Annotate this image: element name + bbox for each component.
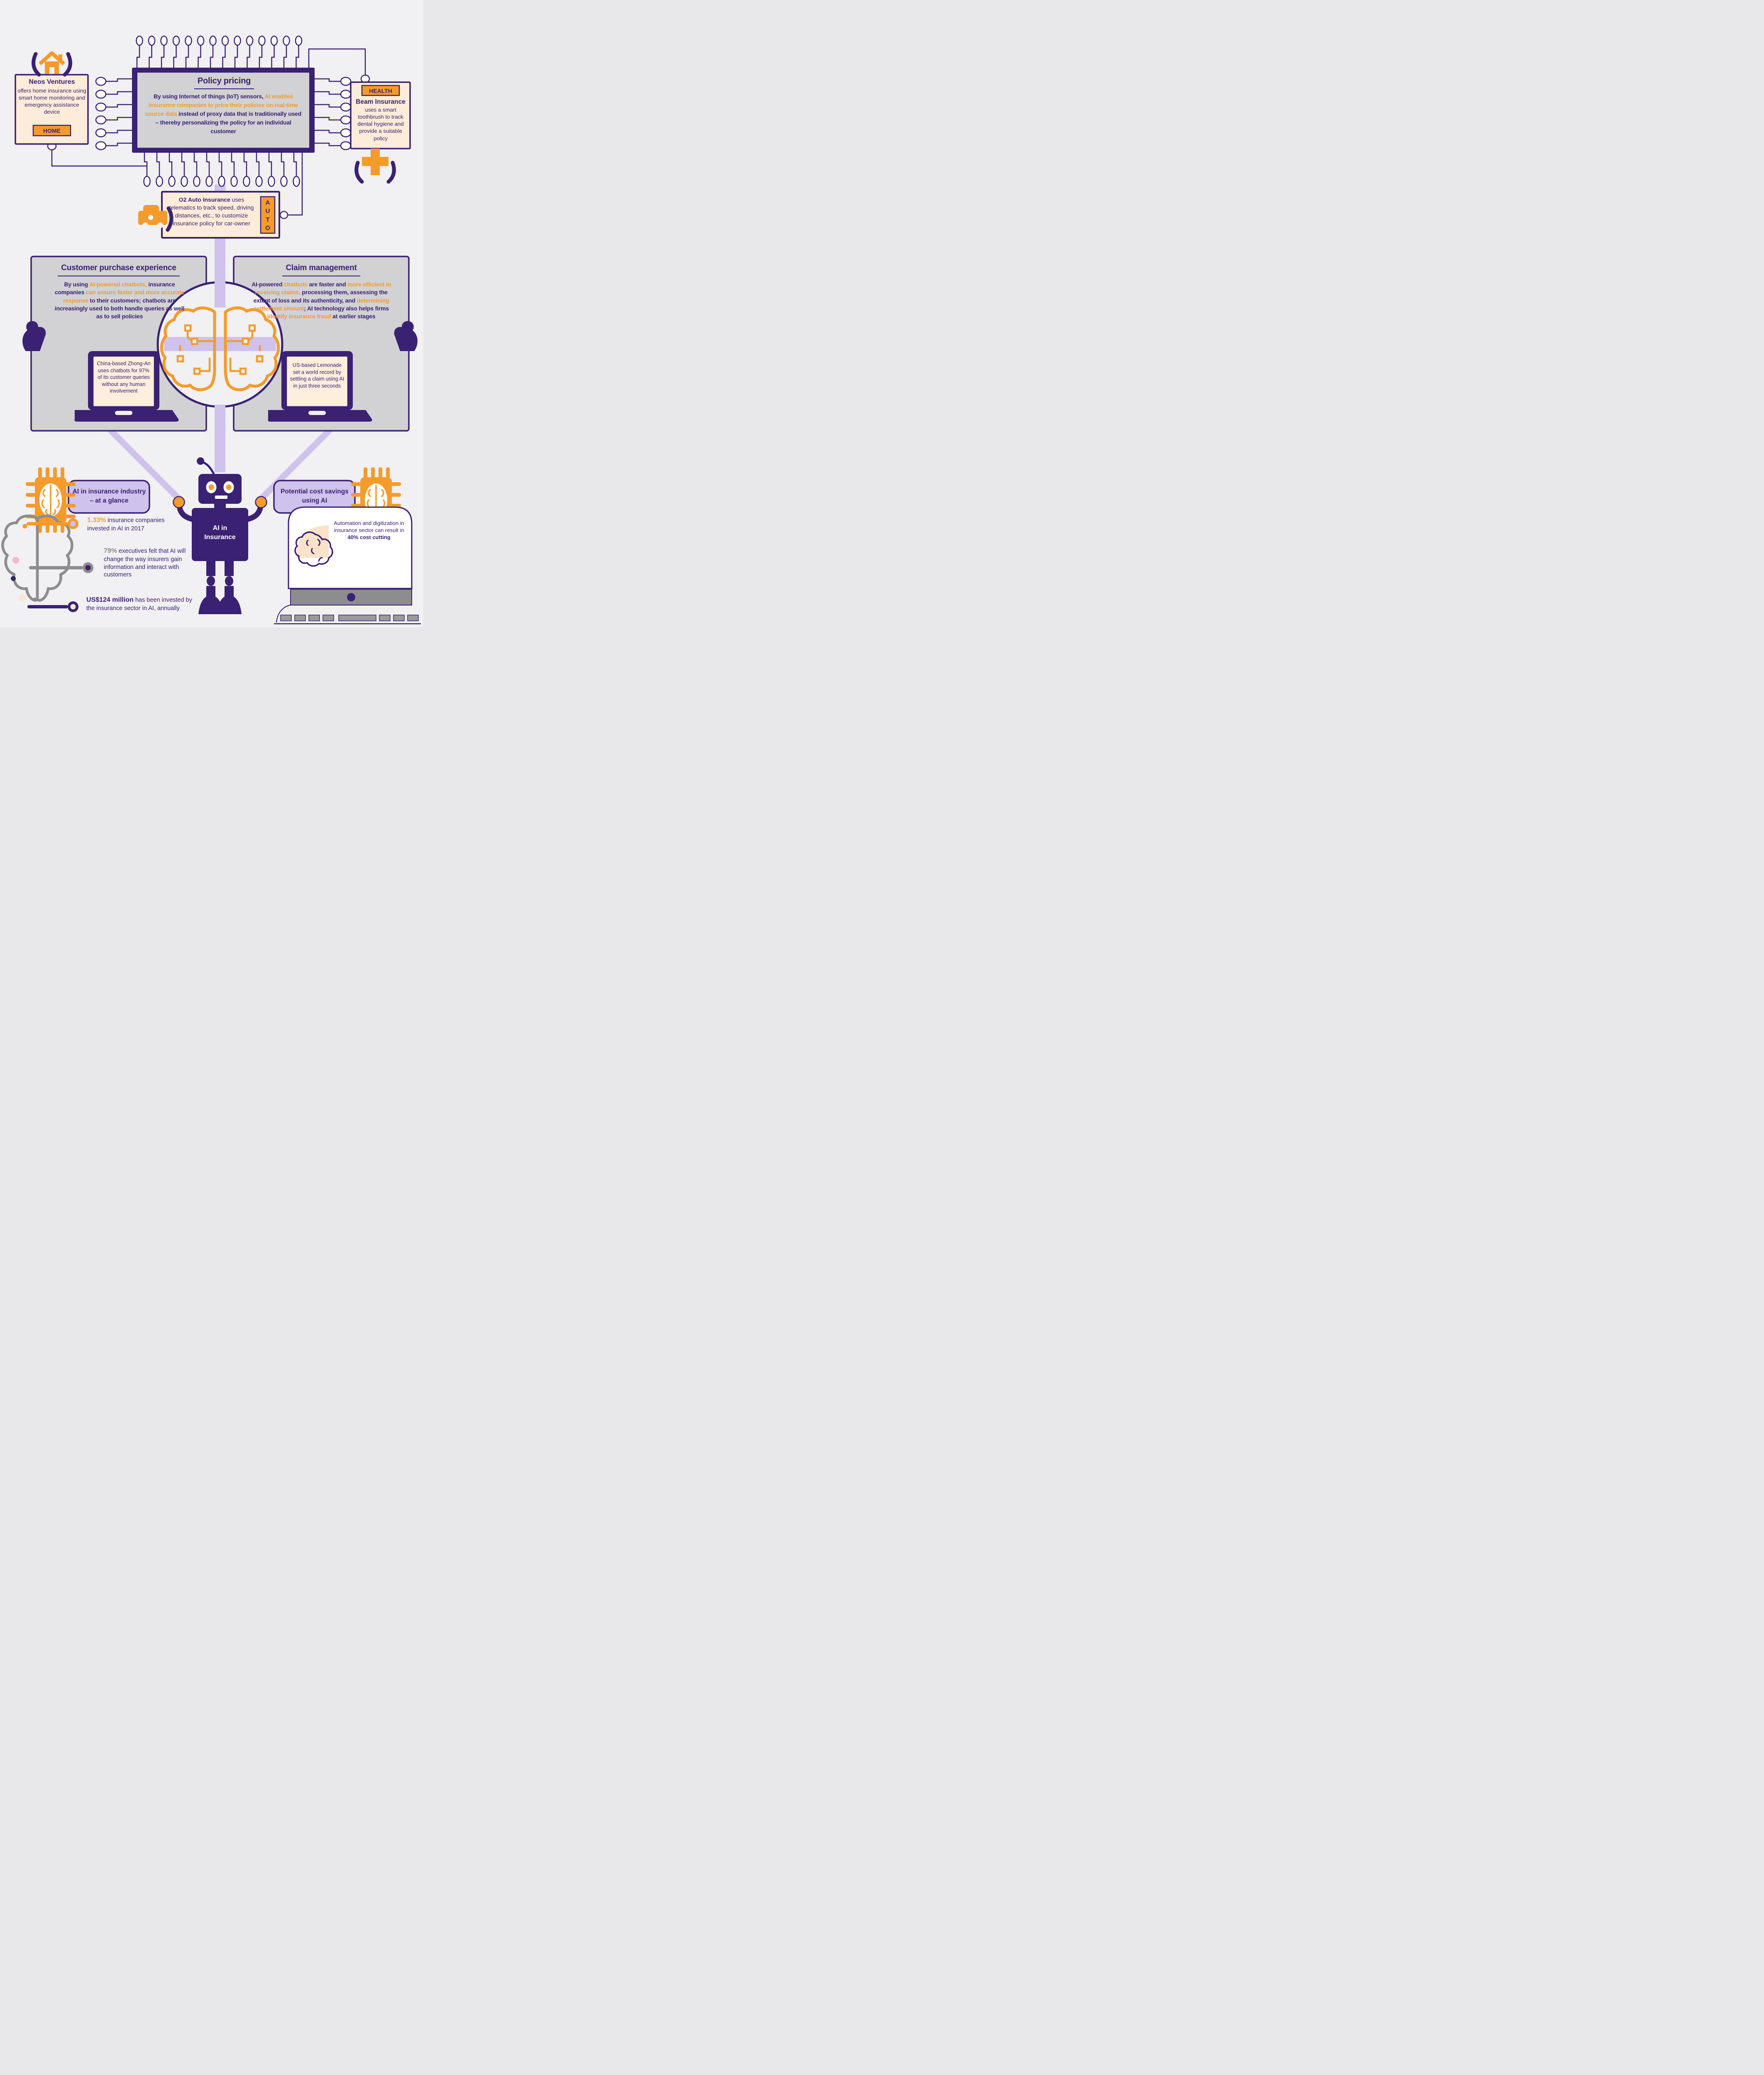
policy-pricing-body: By using Internet of things (IoT) sensor… (145, 93, 303, 134)
laptop-icon-right (268, 351, 372, 422)
stat-executives: 79% executives felt that AI will change … (104, 547, 201, 579)
home-badge: HOME (43, 127, 61, 134)
connector-to-health (308, 48, 370, 83)
health-card-title: Beam Insurance (356, 98, 406, 105)
home-card-title: Neos Ventures (29, 78, 75, 85)
monitor-note: Automation and digitization in insurance… (334, 520, 406, 541)
health-cross-hands-icon (354, 149, 396, 184)
brain-outline-icon (2, 516, 72, 601)
home-card-body: offers home insurance using smart home m… (17, 88, 86, 115)
key-node-icon-gray (29, 562, 93, 573)
auto-badge: A U T O (265, 199, 270, 232)
stat-value: 79% (104, 547, 117, 554)
key-node-icon-orange (27, 518, 78, 529)
stat-annual-investment: US$124 million has been invested by the … (86, 596, 192, 613)
key-node-icon-purple (27, 601, 78, 612)
stat-value: 1.33% (87, 517, 106, 524)
home-card-box (15, 74, 89, 145)
glance-badge: AI in insurance industry – at a glance (72, 488, 146, 505)
health-card-box (350, 81, 411, 149)
auto-card-body: O2 Auto Insurance uses telematics to tra… (169, 196, 256, 227)
car-hand-icon (138, 205, 173, 232)
health-card-body: uses a smart toothbrush to track dental … (357, 107, 404, 142)
ai-insurance-infographic: Neos Ventures offers home insurance usin… (0, 0, 423, 627)
customer-panel-note: China-based Zhong-An uses chatbots for 9… (97, 361, 151, 394)
lavender-band-horizontal (164, 337, 276, 351)
stat-text: insurance companies invested in AI in 20… (87, 517, 165, 532)
auto-card-box (161, 191, 280, 239)
policy-pricing-title: Policy pricing (166, 76, 282, 89)
monitor-icon (276, 506, 413, 623)
claim-panel-title: Claim management (240, 263, 403, 276)
robot-label: AI in Insurance (204, 525, 236, 541)
savings-badge: Potential cost savings using AI (281, 488, 349, 505)
health-badge: HEALTH (369, 88, 392, 94)
claim-panel-body: AI-powered chatbots are faster and more … (252, 281, 393, 320)
stat-text: executives felt that AI will change the … (104, 548, 186, 579)
stat-ai-investment-2017: 1.33% insurance companies invested in AI… (87, 516, 187, 533)
customer-panel-body: By using AI-powered chatbots, insurance … (54, 281, 186, 320)
stat-value: US$124 million (86, 596, 134, 603)
home-hands-icon (32, 51, 72, 77)
customer-panel-title: Customer purchase experience (37, 263, 200, 276)
policy-chip (132, 68, 315, 153)
stat-text: has been invested by the insurance secto… (86, 597, 192, 612)
robot-icon (173, 457, 267, 614)
keyboard-icon (274, 615, 421, 625)
claim-panel-note: US-based Lemonade set a world record by … (290, 362, 344, 389)
laptop-icon-left (74, 351, 179, 422)
